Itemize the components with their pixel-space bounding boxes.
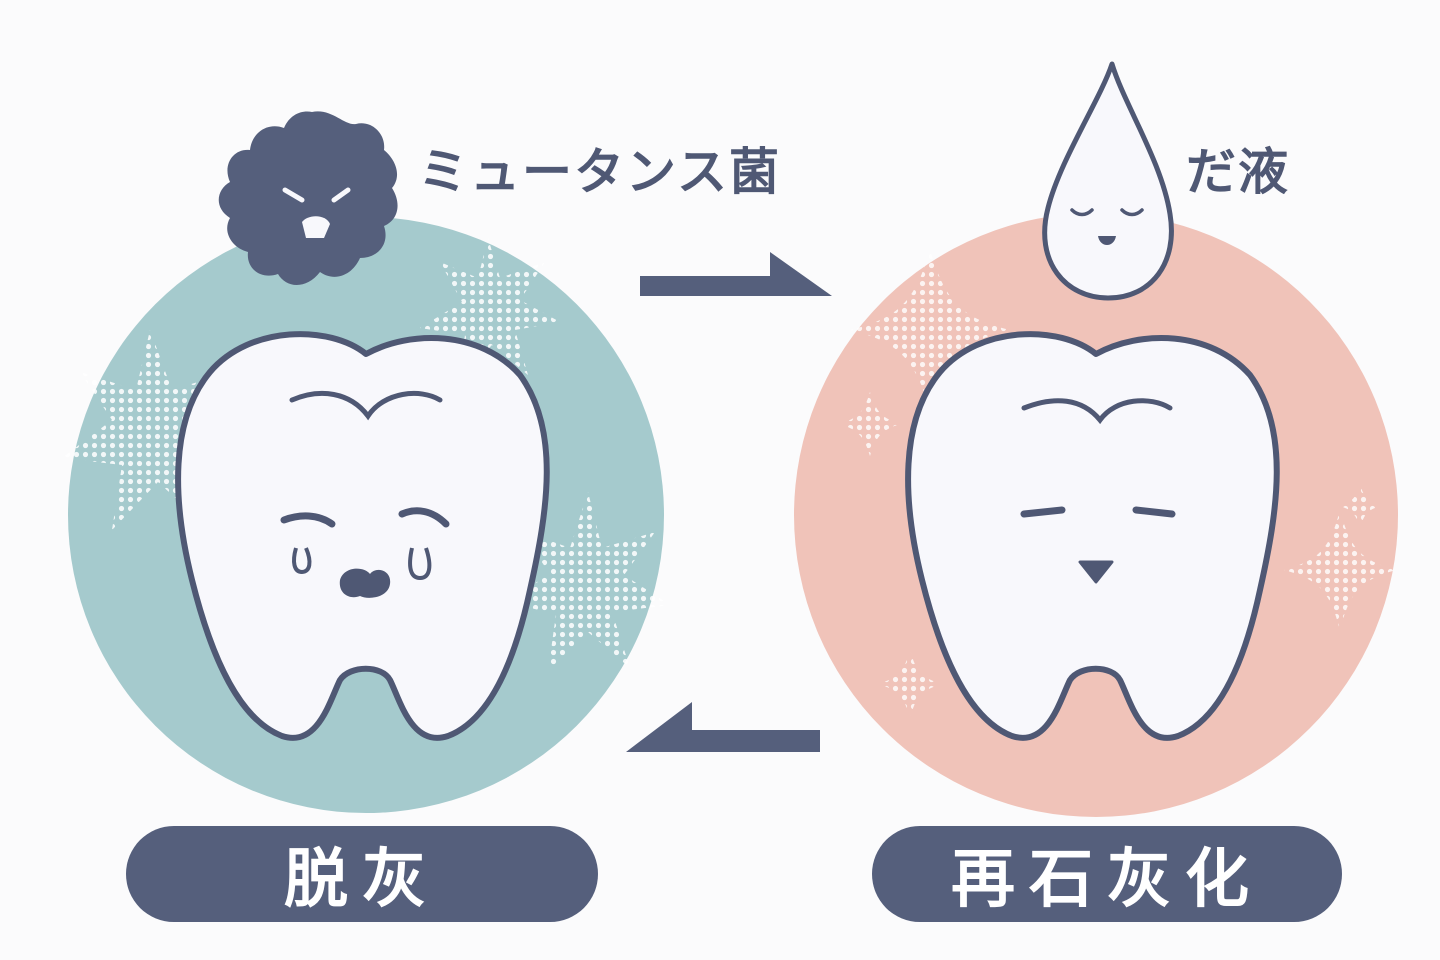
burst-decoration [62, 238, 670, 672]
sad-tooth-icon [175, 331, 550, 741]
arrow-right-icon [640, 252, 832, 296]
left-state-panel [62, 111, 670, 813]
angry-bacteria-icon [218, 111, 398, 285]
demineralization-badge: 脱灰 [126, 826, 598, 922]
arrow-left-icon [626, 702, 820, 752]
right-state-panel [794, 61, 1398, 817]
remineralization-label: 再石灰化 [951, 843, 1263, 917]
sparkle-decoration [840, 250, 1396, 718]
happy-tooth-icon [905, 331, 1280, 741]
demineralization-label: 脱灰 [284, 843, 440, 917]
saliva-label: だ液 [1186, 143, 1290, 201]
smiling-saliva-drop-icon [1042, 61, 1174, 301]
bacteria-label: ミュータンス菌 [418, 143, 781, 201]
remineralization-badge: 再石灰化 [872, 826, 1342, 922]
